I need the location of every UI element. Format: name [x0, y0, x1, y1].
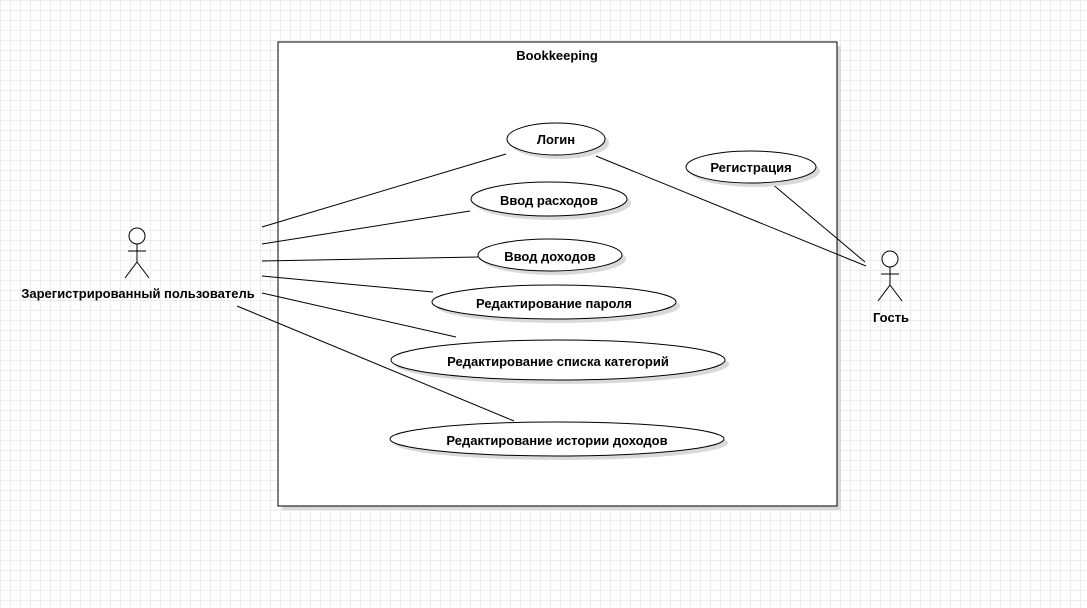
actor-name: Зарегистрированный пользователь: [21, 286, 255, 301]
actor-registered-user[interactable]: Зарегистрированный пользователь: [21, 227, 255, 301]
association-registered-income-history-edit[interactable]: [236, 305, 515, 422]
use-case-expense-input[interactable]: Ввод расходов: [470, 181, 631, 220]
association-guest-login[interactable]: [595, 155, 867, 267]
association-registered-expense-input[interactable]: [261, 210, 471, 245]
use-case-label: Редактирование пароля: [476, 296, 632, 311]
actor-guest[interactable]: Гость: [873, 250, 909, 325]
use-case-registration[interactable]: Регистрация: [685, 150, 820, 187]
use-case-login[interactable]: Логин: [506, 122, 609, 159]
use-case-category-edit[interactable]: Редактирование списка категорий: [390, 339, 729, 384]
stick-figure-icon: [124, 227, 150, 279]
actor-name: Гость: [873, 310, 909, 325]
associations: [236, 153, 867, 422]
use-case-label: Регистрация: [710, 160, 791, 175]
use-case-label: Логин: [537, 132, 575, 147]
association-guest-registration[interactable]: [770, 182, 866, 263]
use-case-password-edit[interactable]: Редактирование пароля: [431, 284, 680, 323]
use-case-income-history-edit[interactable]: Редактирование истории доходов: [389, 421, 728, 460]
association-registered-income-input[interactable]: [261, 256, 479, 262]
association-registered-login[interactable]: [261, 153, 507, 228]
association-registered-category-edit[interactable]: [261, 292, 457, 338]
use-case-label: Редактирование списка категорий: [447, 354, 669, 369]
use-case-income-input[interactable]: Ввод доходов: [477, 238, 626, 275]
use-case-label: Редактирование истории доходов: [446, 433, 667, 448]
use-case-label: Ввод расходов: [500, 193, 598, 208]
association-registered-password-edit[interactable]: [261, 275, 434, 293]
use-case-label: Ввод доходов: [504, 249, 596, 264]
system-name: Bookkeeping: [516, 48, 598, 63]
stick-figure-icon: [877, 250, 903, 302]
